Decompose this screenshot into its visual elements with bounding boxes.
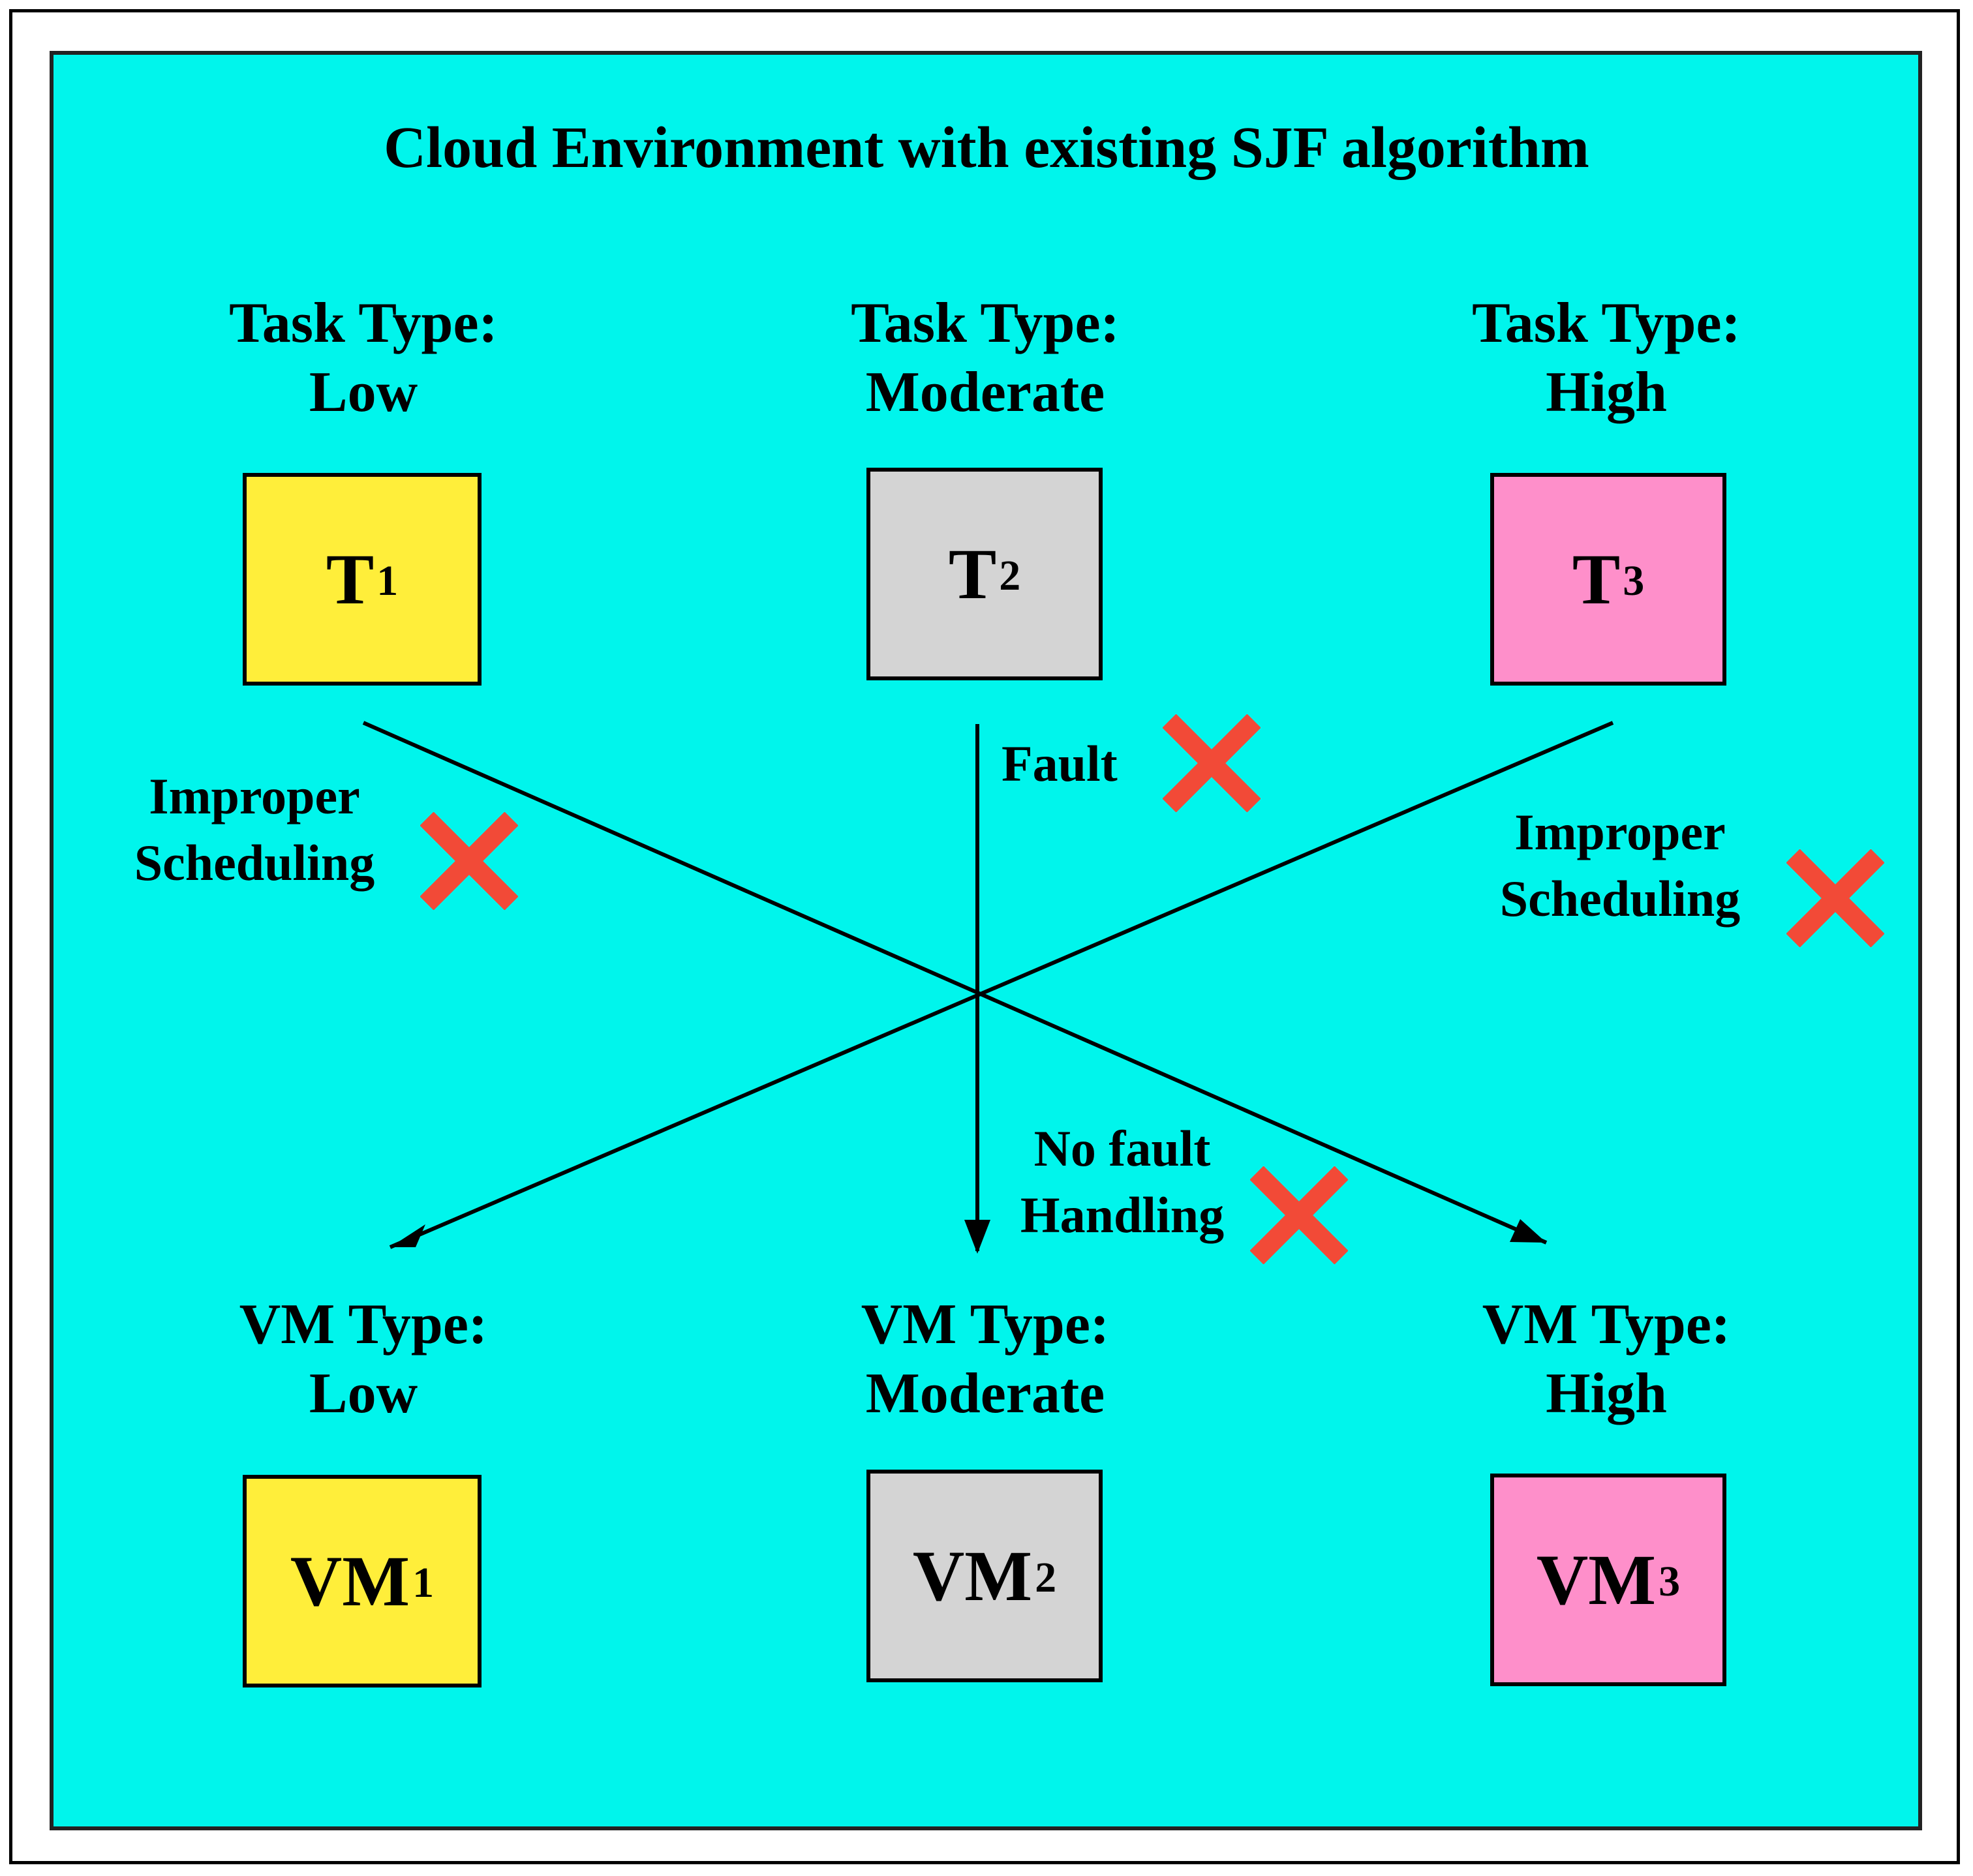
line-t1-to-vm3	[362, 721, 1548, 1245]
cross-icon	[1250, 1166, 1348, 1264]
vm-name: VM	[1536, 1539, 1657, 1620]
vm-type-label-moderate: VM Type:Moderate	[861, 1293, 1110, 1425]
vm-name: VM	[912, 1536, 1033, 1616]
arrow-head-icon	[390, 1224, 425, 1247]
task-index: 2	[999, 552, 1021, 600]
task-type-label-high: Task Type:High	[1472, 292, 1741, 424]
vm-type-label-low: VM Type:Low	[239, 1293, 488, 1425]
vm-index: 3	[1659, 1558, 1681, 1606]
task-name: T	[1572, 539, 1621, 619]
vm-index: 2	[1035, 1554, 1057, 1602]
arrow-head-icon	[1510, 1219, 1546, 1243]
cross-icon	[1786, 849, 1884, 947]
vm-name: VM	[290, 1541, 410, 1621]
diagram-title: Cloud Environment with existing SJF algo…	[384, 115, 1589, 180]
cross-icon	[420, 812, 518, 910]
task-type-label-moderate: Task Type:Moderate	[851, 292, 1120, 424]
cross-icon	[1163, 714, 1261, 812]
vm-type-label-high: VM Type:High	[1482, 1293, 1731, 1425]
task-type-label-low: Task Type:Low	[229, 292, 498, 424]
arrow-head-icon	[964, 1220, 990, 1254]
task-name: T	[948, 534, 997, 614]
annotation-fault: Fault	[1002, 735, 1118, 792]
task-index: 1	[376, 557, 399, 605]
line-t3-to-vm1	[389, 721, 1614, 1249]
vm-index: 1	[412, 1559, 435, 1607]
task-name: T	[326, 539, 375, 619]
task-index: 3	[1623, 557, 1645, 605]
